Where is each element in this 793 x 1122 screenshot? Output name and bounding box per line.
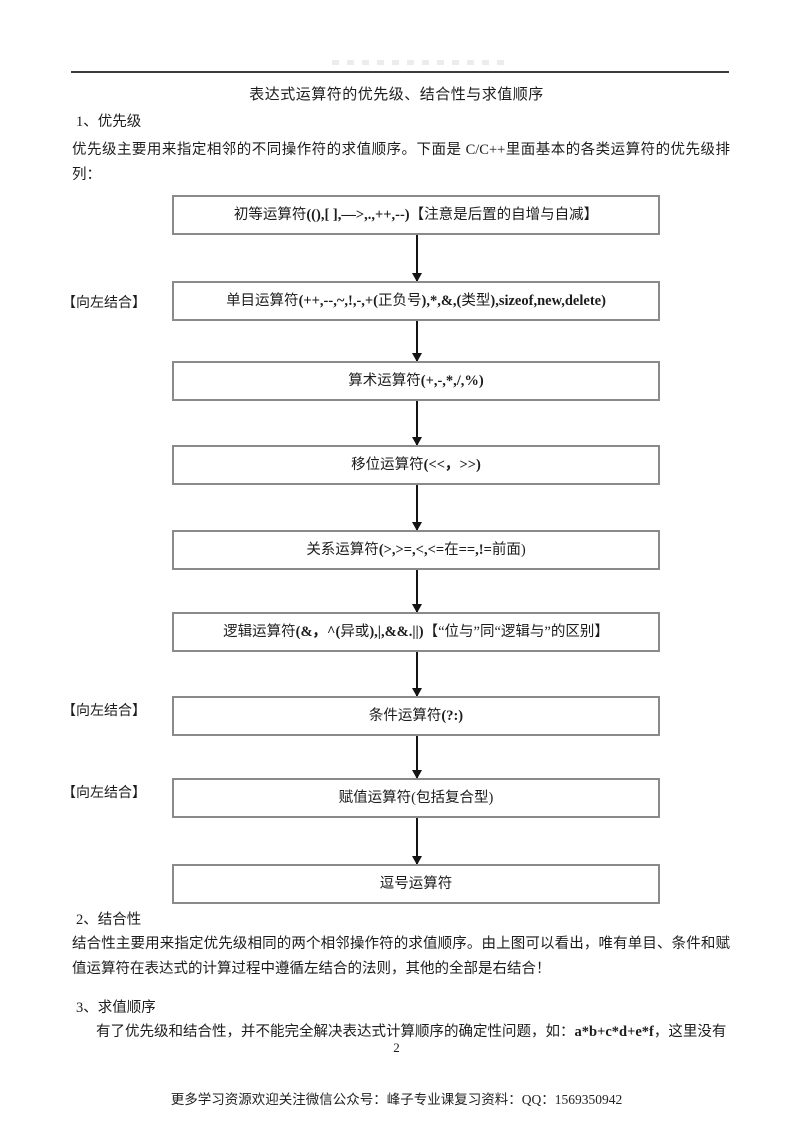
operator-label: 关系运算符 bbox=[306, 542, 379, 558]
operator-label: 初等运算符 bbox=[233, 207, 307, 223]
operator-symbols: (&，^( bbox=[295, 624, 341, 640]
down-arrow bbox=[412, 818, 421, 865]
operator-symbols: (++,--,~,!,-,+( bbox=[298, 293, 378, 309]
operator-symbols: (+,-,*,/,%) bbox=[420, 373, 484, 389]
flow-box: 单目运算符(++,--,~,!,-,+(正负号),*,&,(类型),sizeof… bbox=[172, 281, 660, 321]
down-arrow bbox=[412, 570, 421, 613]
operator-label: 移位运算符 bbox=[351, 457, 424, 473]
down-arrow bbox=[412, 485, 421, 531]
operator-label: 【注意是后置的自增与自减】 bbox=[409, 207, 599, 223]
flow-box: 赋值运算符(包括复合型) bbox=[172, 778, 660, 818]
section-heading-priority: 1、优先级 bbox=[76, 114, 142, 130]
section-body-priority: 优先级主要用来指定相邻的不同操作符的求值顺序。下面是 C/C++里面基本的各类运… bbox=[72, 142, 730, 183]
flow-box: 逗号运算符 bbox=[172, 864, 660, 904]
down-arrow bbox=[412, 736, 421, 779]
flow-box: 逻辑运算符(&，^(异或),|,&&.||)【“位与”同“逻辑与”的区别】 bbox=[172, 612, 660, 652]
operator-symbols: ),|,&&.||) bbox=[369, 624, 424, 640]
flow-box: 算术运算符(+,-,*,/,%) bbox=[172, 361, 660, 401]
body-text: 有了优先级和结合性，并不能完全解决表达式计算顺序的确定性问题，如： bbox=[96, 1024, 575, 1040]
header-rule bbox=[71, 71, 729, 73]
operator-label: 在 bbox=[444, 542, 459, 558]
down-arrow bbox=[412, 401, 421, 446]
left-associative-label: 【向左结合】 bbox=[62, 786, 146, 801]
operator-symbols: (>,>=,<,<= bbox=[378, 542, 445, 558]
operator-symbols: (<<，>>) bbox=[423, 457, 481, 473]
operator-label: 条件运算符 bbox=[368, 708, 442, 724]
operator-label: 赋值运算符(包括复合型) bbox=[338, 790, 494, 806]
operator-label: 类型 bbox=[461, 293, 491, 309]
operator-label: 异或 bbox=[340, 624, 370, 640]
body-text: ，这里没有 bbox=[653, 1024, 727, 1040]
operator-label: 算术运算符 bbox=[348, 373, 421, 389]
faint-header-remnant bbox=[332, 60, 512, 65]
section-heading-associativity: 2、结合性 bbox=[76, 912, 142, 928]
operator-symbols: (?:) bbox=[441, 708, 464, 724]
operator-label: 单目运算符 bbox=[226, 293, 299, 309]
down-arrow bbox=[412, 652, 421, 697]
flow-box: 关系运算符(>,>=,<,<=在==,!=前面) bbox=[172, 530, 660, 570]
flow-box: 初等运算符((),[ ],—>,.,++,--)【注意是后置的自增与自减】 bbox=[172, 195, 660, 235]
section-body-associativity: 结合性主要用来指定优先级相同的两个相邻操作符的求值顺序。由上图可以看出，唯有单目… bbox=[72, 936, 730, 977]
operator-symbols: ),*,&,( bbox=[421, 293, 462, 309]
page-title: 表达式运算符的优先级、结合性与求值顺序 bbox=[249, 87, 544, 103]
operator-label: 【“位与”同“逻辑与”的区别】 bbox=[423, 624, 609, 640]
flow-box: 条件运算符(?:) bbox=[172, 696, 660, 736]
operator-symbols: ),sizeof,new,delete) bbox=[490, 293, 606, 309]
flow-box: 移位运算符(<<，>>) bbox=[172, 445, 660, 485]
section-heading-evaluation-order: 3、求值顺序 bbox=[76, 1000, 156, 1016]
operator-symbols: ==,!= bbox=[458, 542, 492, 558]
operator-label: 逗号运算符 bbox=[379, 876, 453, 892]
operator-label: 前面) bbox=[491, 542, 526, 558]
left-associative-label: 【向左结合】 bbox=[62, 704, 146, 719]
down-arrow bbox=[412, 235, 421, 282]
down-arrow bbox=[412, 321, 421, 362]
operator-label: 逻辑运算符 bbox=[223, 624, 296, 640]
page-number: 2 bbox=[393, 1040, 400, 1055]
section-body-evaluation-order: 有了优先级和结合性，并不能完全解决表达式计算顺序的确定性问题，如：a*b+c*d… bbox=[96, 1020, 730, 1045]
left-associative-label: 【向左结合】 bbox=[62, 296, 146, 311]
operator-label: 正负号 bbox=[378, 293, 422, 309]
footer-contact-text: 更多学习资源欢迎关注微信公众号：峰子专业课复习资料：QQ：1569350942 bbox=[170, 1092, 623, 1107]
operator-symbols: ((),[ ],—>,.,++,--) bbox=[306, 207, 410, 223]
expression-example: a*b+c*d+e*f bbox=[574, 1024, 654, 1040]
